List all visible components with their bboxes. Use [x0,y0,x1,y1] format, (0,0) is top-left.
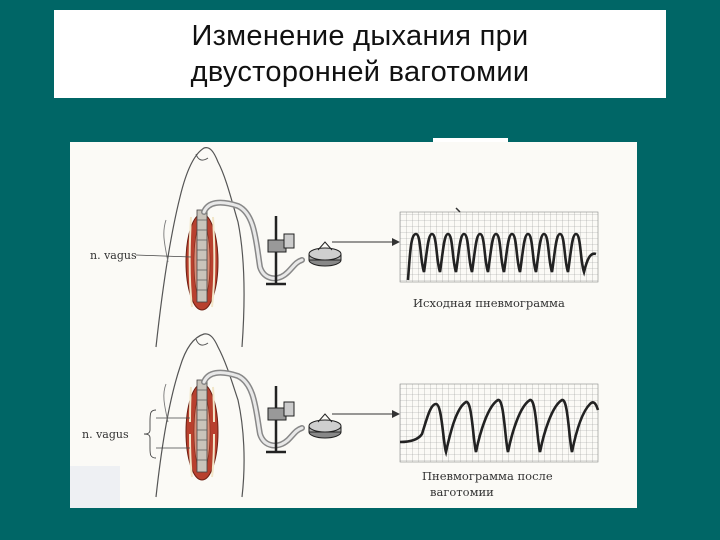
animal-head-outline-top [155,147,245,348]
vagus-pointer-top [135,254,192,258]
slide-title-line-2: двусторонней ваготомии [190,56,530,88]
top-panel: n. vagus Ис [90,147,599,348]
vagus-label-bottom: n. vagus [82,428,129,441]
slide-title-line-1: Изменение дыхания при [191,20,529,52]
vagus-brace-bottom [143,409,157,459]
caption-bottom-line-2: ваготомии [430,485,494,499]
marey-capsule-bottom [308,413,342,439]
caption-bottom-line-1: Пневмограмма после [422,469,553,483]
caption-top: Исходная пневмограмма [413,296,565,310]
animal-head-outline-bottom [155,333,245,498]
bottom-panel: n. vagus Пневмограмма после ваго [82,333,600,499]
vagus-label-top: n. vagus [90,249,137,262]
corner-patch [70,466,120,508]
vagotomy-figure: n. vagus Ис [70,142,637,508]
trachea-top [196,209,208,303]
figure-illustration: n. vagus Ис [82,147,600,499]
pneumogram-trace-top [406,232,597,281]
trachea-bottom [196,379,208,473]
pneumogram-trace-bottom [399,398,600,458]
marey-capsule-top [308,241,342,267]
pneumogram-grid-bottom [399,383,599,463]
slide-title: Изменение дыхания при двусторонней вагот… [54,10,666,98]
